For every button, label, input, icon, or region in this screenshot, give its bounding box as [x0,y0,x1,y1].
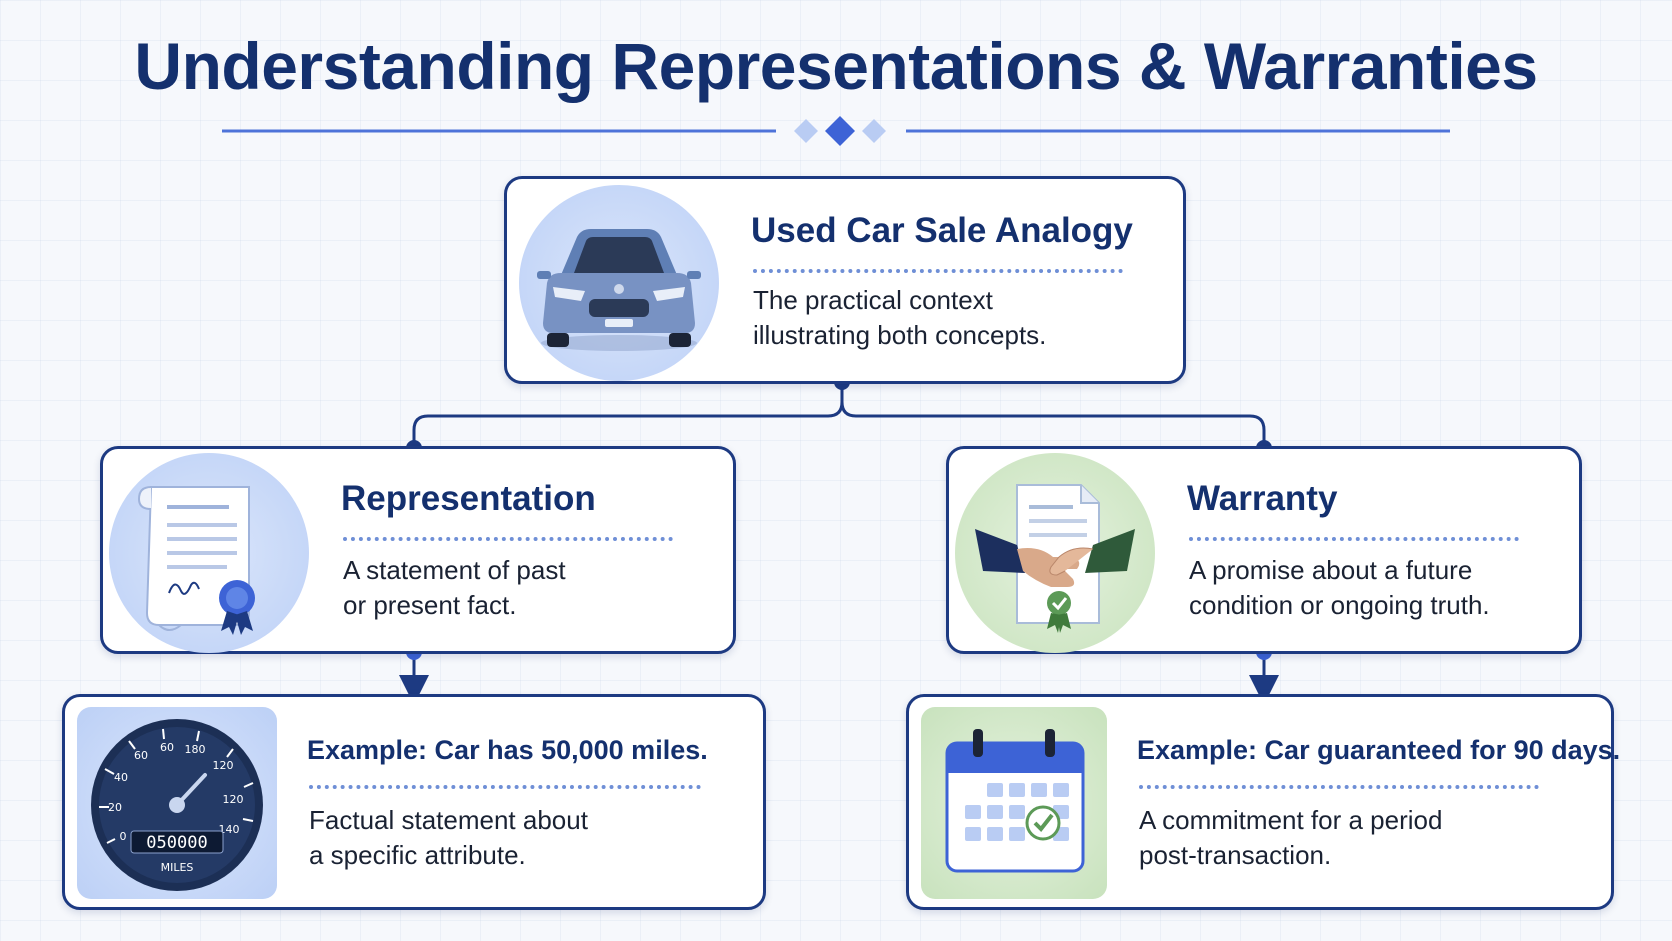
card-divider [753,269,1123,273]
speedometer-icon: 0 20 40 60 60 180 120 120 140 050000 MIL… [77,707,277,899]
card-heading: Warranty [1187,479,1338,518]
card-representation: Representation A statement of past or pr… [100,446,736,654]
title-diamond-center [825,116,855,146]
calendar-check-icon [921,707,1107,899]
gauge-tick: 120 [223,793,244,806]
card-body: A promise about a future condition or on… [1189,555,1490,620]
card-body: A commitment for a period post-transacti… [1139,805,1443,870]
card-divider [343,537,673,541]
handshake-icon [955,453,1155,653]
title-diamond-left [794,119,818,143]
gauge-tick: 180 [185,743,206,756]
gauge-tick: 40 [114,771,128,784]
card-divider [309,785,701,789]
card-heading: Representation [341,479,596,518]
card-warranty-example: Example: Car guaranteed for 90 days. A c… [906,694,1620,910]
card-representation-example: 0 20 40 60 60 180 120 120 140 050000 MIL… [62,694,766,910]
card-body: The practical context illustrating both … [753,285,1047,350]
title-diamond-right [862,119,886,143]
card-heading: Example: Car guaranteed for 90 days. [1137,735,1621,765]
car-icon [519,185,719,381]
card-divider [1189,537,1519,541]
odometer-readout: 050000 [146,833,207,853]
card-heading: Example: Car has 50,000 miles. [307,735,708,765]
card-body: A statement of past or present fact. [343,555,566,620]
gauge-tick: 60 [134,749,148,762]
page-title: Understanding Representations & Warranti… [134,29,1538,103]
card-warranty: Warranty A promise about a future condit… [946,446,1582,654]
card-body: Factual statement about a specific attri… [309,805,588,870]
card-heading: Used Car Sale Analogy [751,211,1133,250]
card-divider [1139,785,1539,789]
odometer-unit: MILES [161,861,194,874]
connector-top-branch [412,382,1266,448]
document-seal-icon [109,453,309,653]
gauge-tick: 140 [219,823,240,836]
card-used-car-analogy: Used Car Sale Analogy The practical cont… [504,176,1186,384]
gauge-tick: 120 [213,759,234,772]
gauge-tick: 20 [108,801,122,814]
gauge-tick: 0 [120,830,127,843]
gauge-tick: 60 [160,741,174,754]
